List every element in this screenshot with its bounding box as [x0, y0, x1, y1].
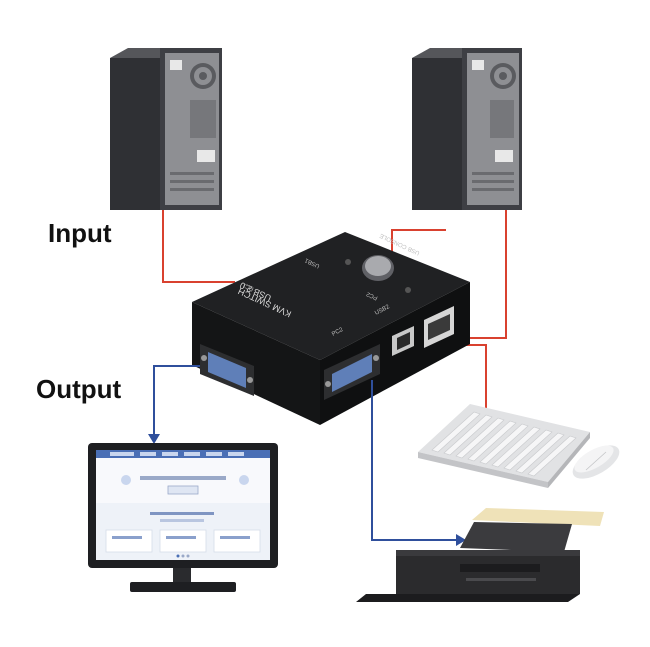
kvm-port-pc2: PC2	[331, 327, 345, 338]
input-wire-keyboard	[446, 344, 487, 410]
output-label: Output	[36, 374, 122, 404]
usb-b-port-icon	[392, 326, 414, 356]
mouse-icon	[572, 445, 620, 479]
kvm-port-pc1: PC1	[241, 281, 255, 292]
kvm-port-pc2-top: PC2	[365, 290, 379, 301]
usb-a-port-icon	[424, 306, 454, 348]
input-wire-pc1	[162, 210, 235, 283]
kvm-switch-icon: USB 2.0 KVM SWITCH PC1 USB1 PC2 USB CONS…	[192, 232, 470, 425]
output-wire-printer	[371, 380, 458, 541]
output-wires	[148, 365, 466, 546]
output-wire-monitor	[153, 365, 200, 438]
printer-icon	[356, 508, 604, 602]
computer-tower-1-icon	[110, 48, 222, 210]
vga-port-pc2-icon	[324, 344, 380, 400]
input-label: Input	[48, 218, 112, 248]
computer-tower-2-icon	[412, 48, 522, 210]
monitor-icon	[88, 443, 278, 592]
vga-port-output-icon	[200, 344, 254, 396]
keyboard-icon	[418, 404, 590, 488]
